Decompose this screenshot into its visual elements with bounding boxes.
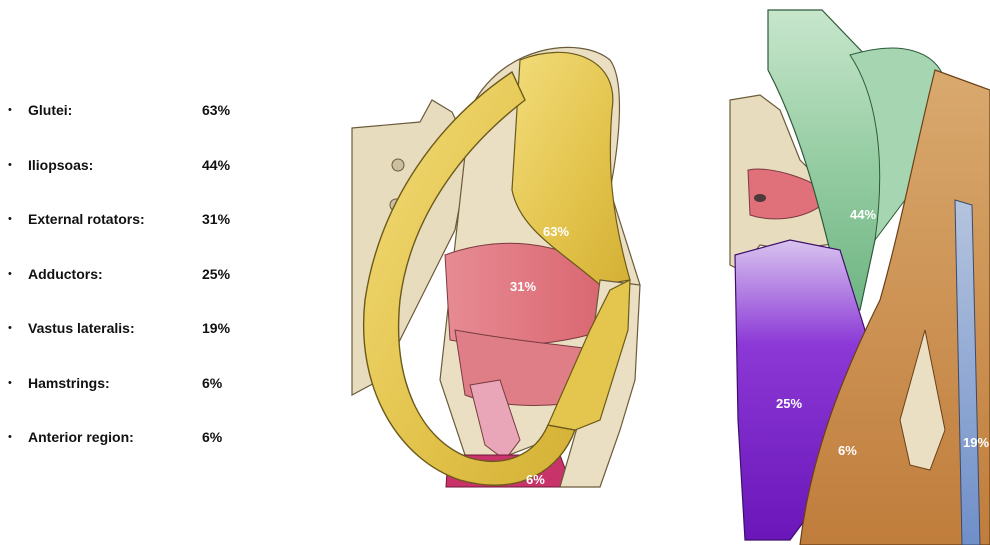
vastus-lateralis-label: 19% xyxy=(963,435,989,450)
foramen-icon xyxy=(754,194,766,202)
iliopsoas-label: 44% xyxy=(850,207,876,222)
anterior-hip-illustration: 44% 25% 6% 19% xyxy=(730,10,990,545)
adductors-label: 25% xyxy=(776,396,802,411)
anterior-region-label: 6% xyxy=(838,443,857,458)
hamstrings-label: 6% xyxy=(526,472,545,487)
sacral-foramen-icon xyxy=(392,159,404,171)
external-rotators-label: 31% xyxy=(510,279,536,294)
glutei-label: 63% xyxy=(543,224,569,239)
posterior-hip-illustration: 63% 31% 6% xyxy=(352,47,640,487)
